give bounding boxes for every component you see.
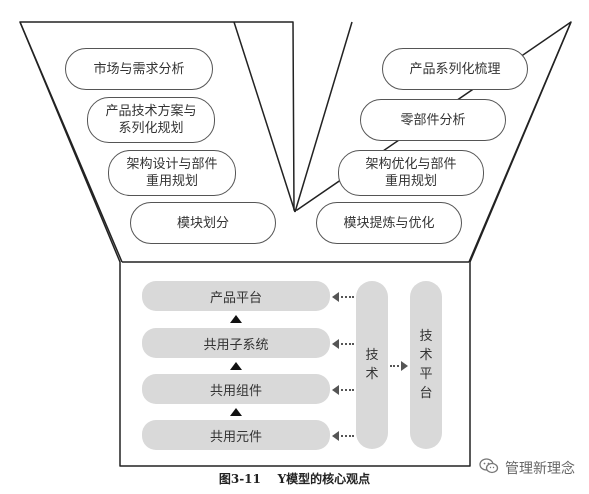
y-outline-right-arm <box>468 21 572 263</box>
left-item-arch-design: 架构设计与部件 重用规划 <box>108 150 236 196</box>
up-arrow-icon <box>230 408 242 416</box>
dotted-arrow-icon <box>332 385 354 395</box>
watermark-text: 管理新理念 <box>505 461 575 477</box>
technology-bar: 技术 <box>356 281 388 449</box>
left-item-market-analysis: 市场与需求分析 <box>65 48 213 90</box>
right-item-part-analysis: 零部件分析 <box>360 99 506 141</box>
layer-shared-subsystem: 共用子系统 <box>142 328 330 358</box>
right-item-product-series: 产品系列化梳理 <box>382 48 528 90</box>
dotted-arrow-icon <box>332 292 354 302</box>
tech-platform-bar: 技术平台 <box>410 281 442 449</box>
figure-caption: 图3-11 Y模型的核心观点 <box>218 472 371 486</box>
right-item-arch-optimization: 架构优化与部件 重用规划 <box>338 150 484 196</box>
layer-shared-component: 共用组件 <box>142 374 330 404</box>
y-outline-notch-right <box>294 21 353 213</box>
layer-product-platform: 产品平台 <box>142 281 330 311</box>
technology-label: 技术 <box>365 348 379 382</box>
layer-shared-element: 共用元件 <box>142 420 330 450</box>
dotted-arrow-icon <box>332 339 354 349</box>
watermark: 管理新理念 <box>479 458 575 478</box>
up-arrow-icon <box>230 315 242 323</box>
y-outline-notch-left <box>233 21 296 213</box>
left-item-module-division: 模块划分 <box>130 202 276 244</box>
wechat-icon <box>479 458 499 478</box>
dotted-arrow-icon <box>332 431 354 441</box>
tech-platform-label: 技术平台 <box>419 329 433 401</box>
up-arrow-icon <box>230 362 242 370</box>
y-outline-left-arm <box>19 21 123 263</box>
left-item-tech-plan: 产品技术方案与 系列化规划 <box>87 97 215 143</box>
right-item-module-refine: 模块提炼与优化 <box>316 202 462 244</box>
dotted-arrow-icon <box>390 361 408 371</box>
